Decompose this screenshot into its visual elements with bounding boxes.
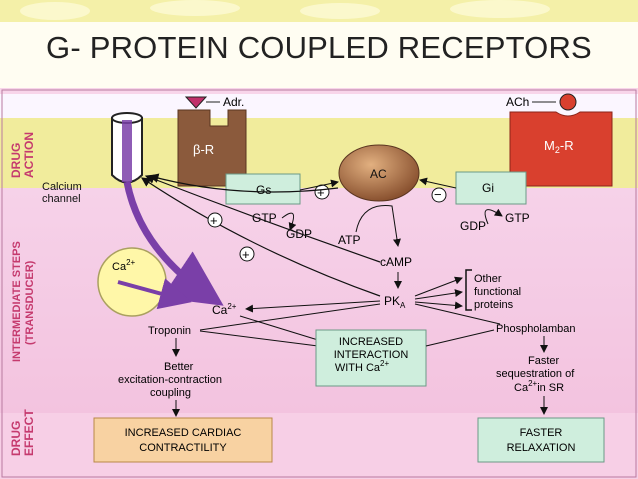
plus-icon-2	[207, 212, 223, 228]
gs-protein	[225, 173, 301, 205]
better-label-3: coupling	[150, 387, 191, 399]
faster-relaxation-label-2: RELAXATION	[507, 442, 576, 454]
drug-action-label-1: DRUG	[9, 143, 23, 178]
ca-ion-label: Ca2+	[112, 258, 136, 273]
drug-effect-label-2: EFFECT	[22, 409, 36, 456]
gdp-right-label: GDP	[460, 219, 486, 233]
pka-label: PKA	[384, 294, 406, 310]
calcium-channel-label-1: Calcium	[42, 181, 82, 193]
side-label-drug-effect: DRUG EFFECT	[9, 409, 36, 456]
camp-label: cAMP	[380, 255, 412, 269]
calcium-channel	[111, 112, 143, 184]
atp-to-camp-arrow	[355, 205, 401, 247]
other-proteins-label-1: Other	[474, 273, 502, 285]
intermediate-label-1: INTERMEDIATE STEPS	[11, 241, 23, 362]
gtp-right-label: GTP	[505, 211, 530, 225]
increased-contractility-box	[93, 417, 273, 463]
gi-protein	[455, 171, 527, 205]
increased-interaction-label-1: INCREASED	[339, 336, 403, 348]
better-label-1: Better	[164, 361, 194, 373]
faster-seq-label-2: sequestration of	[496, 368, 575, 380]
troponin-label: Troponin	[148, 325, 191, 337]
m2-receptor	[509, 111, 613, 187]
slide-title: G- PROTEIN COUPLED RECEPTORS	[46, 30, 592, 65]
increased-contractility-label-2: CONTRACTILITY	[139, 442, 227, 454]
adrenaline-icon	[184, 96, 208, 109]
gi-label: Gi	[482, 181, 494, 195]
drug-effect-label-1: DRUG	[9, 421, 23, 456]
adenylyl-cyclase	[338, 144, 420, 202]
ach-icon	[559, 93, 577, 111]
plus-sign-3: +	[242, 247, 250, 262]
increased-interaction-label-2: INTERACTION	[334, 349, 409, 361]
phospholamban-label: Phospholamban	[496, 323, 576, 335]
calcium-channel-label-2: channel	[42, 193, 81, 205]
gtp-left-label: GTP	[252, 211, 277, 225]
adrenaline-label: Adr.	[223, 95, 244, 109]
increased-interaction-label-3: WITH Ca2+	[335, 359, 390, 374]
faster-seq-label-1: Faster	[528, 355, 560, 367]
side-label-drug-action: DRUG ACTION	[9, 132, 36, 178]
atp-label: ATP	[338, 233, 360, 247]
m2-receptor-label: M2-R	[544, 138, 574, 155]
plus-sign-1: +	[317, 185, 325, 200]
decorative-border	[0, 0, 638, 22]
ach-label: ACh	[506, 95, 529, 109]
calcium-influx-arrow	[123, 181, 224, 306]
drug-action-label-2: ACTION	[22, 132, 36, 178]
faster-relaxation-label-1: FASTER	[520, 427, 563, 439]
minus-sign: −	[434, 187, 442, 202]
faster-seq-label-3: Ca2+in SR	[514, 379, 564, 394]
gi-inhibition-icon	[431, 187, 447, 203]
side-label-intermediate: INTERMEDIATE STEPS (TRANSDUCER)	[11, 241, 36, 362]
increased-contractility-label-1: INCREASED CARDIAC	[125, 427, 242, 439]
faster-relaxation-box	[477, 417, 605, 463]
beta-receptor-label: β-R	[193, 142, 214, 157]
increased-interaction-box	[315, 329, 427, 387]
other-proteins-label-2: functional	[474, 286, 521, 298]
ac-label: AC	[370, 167, 387, 181]
plus-icon-3	[239, 246, 255, 262]
ca-center-label: Ca2+	[212, 302, 237, 317]
better-label-2: excitation-contraction	[118, 374, 222, 386]
plus-sign-2: +	[210, 213, 218, 228]
intermediate-label-2: (TRANSDUCER)	[24, 260, 36, 345]
gs-label: Gs	[256, 183, 271, 197]
other-proteins-label-3: proteins	[474, 299, 514, 311]
